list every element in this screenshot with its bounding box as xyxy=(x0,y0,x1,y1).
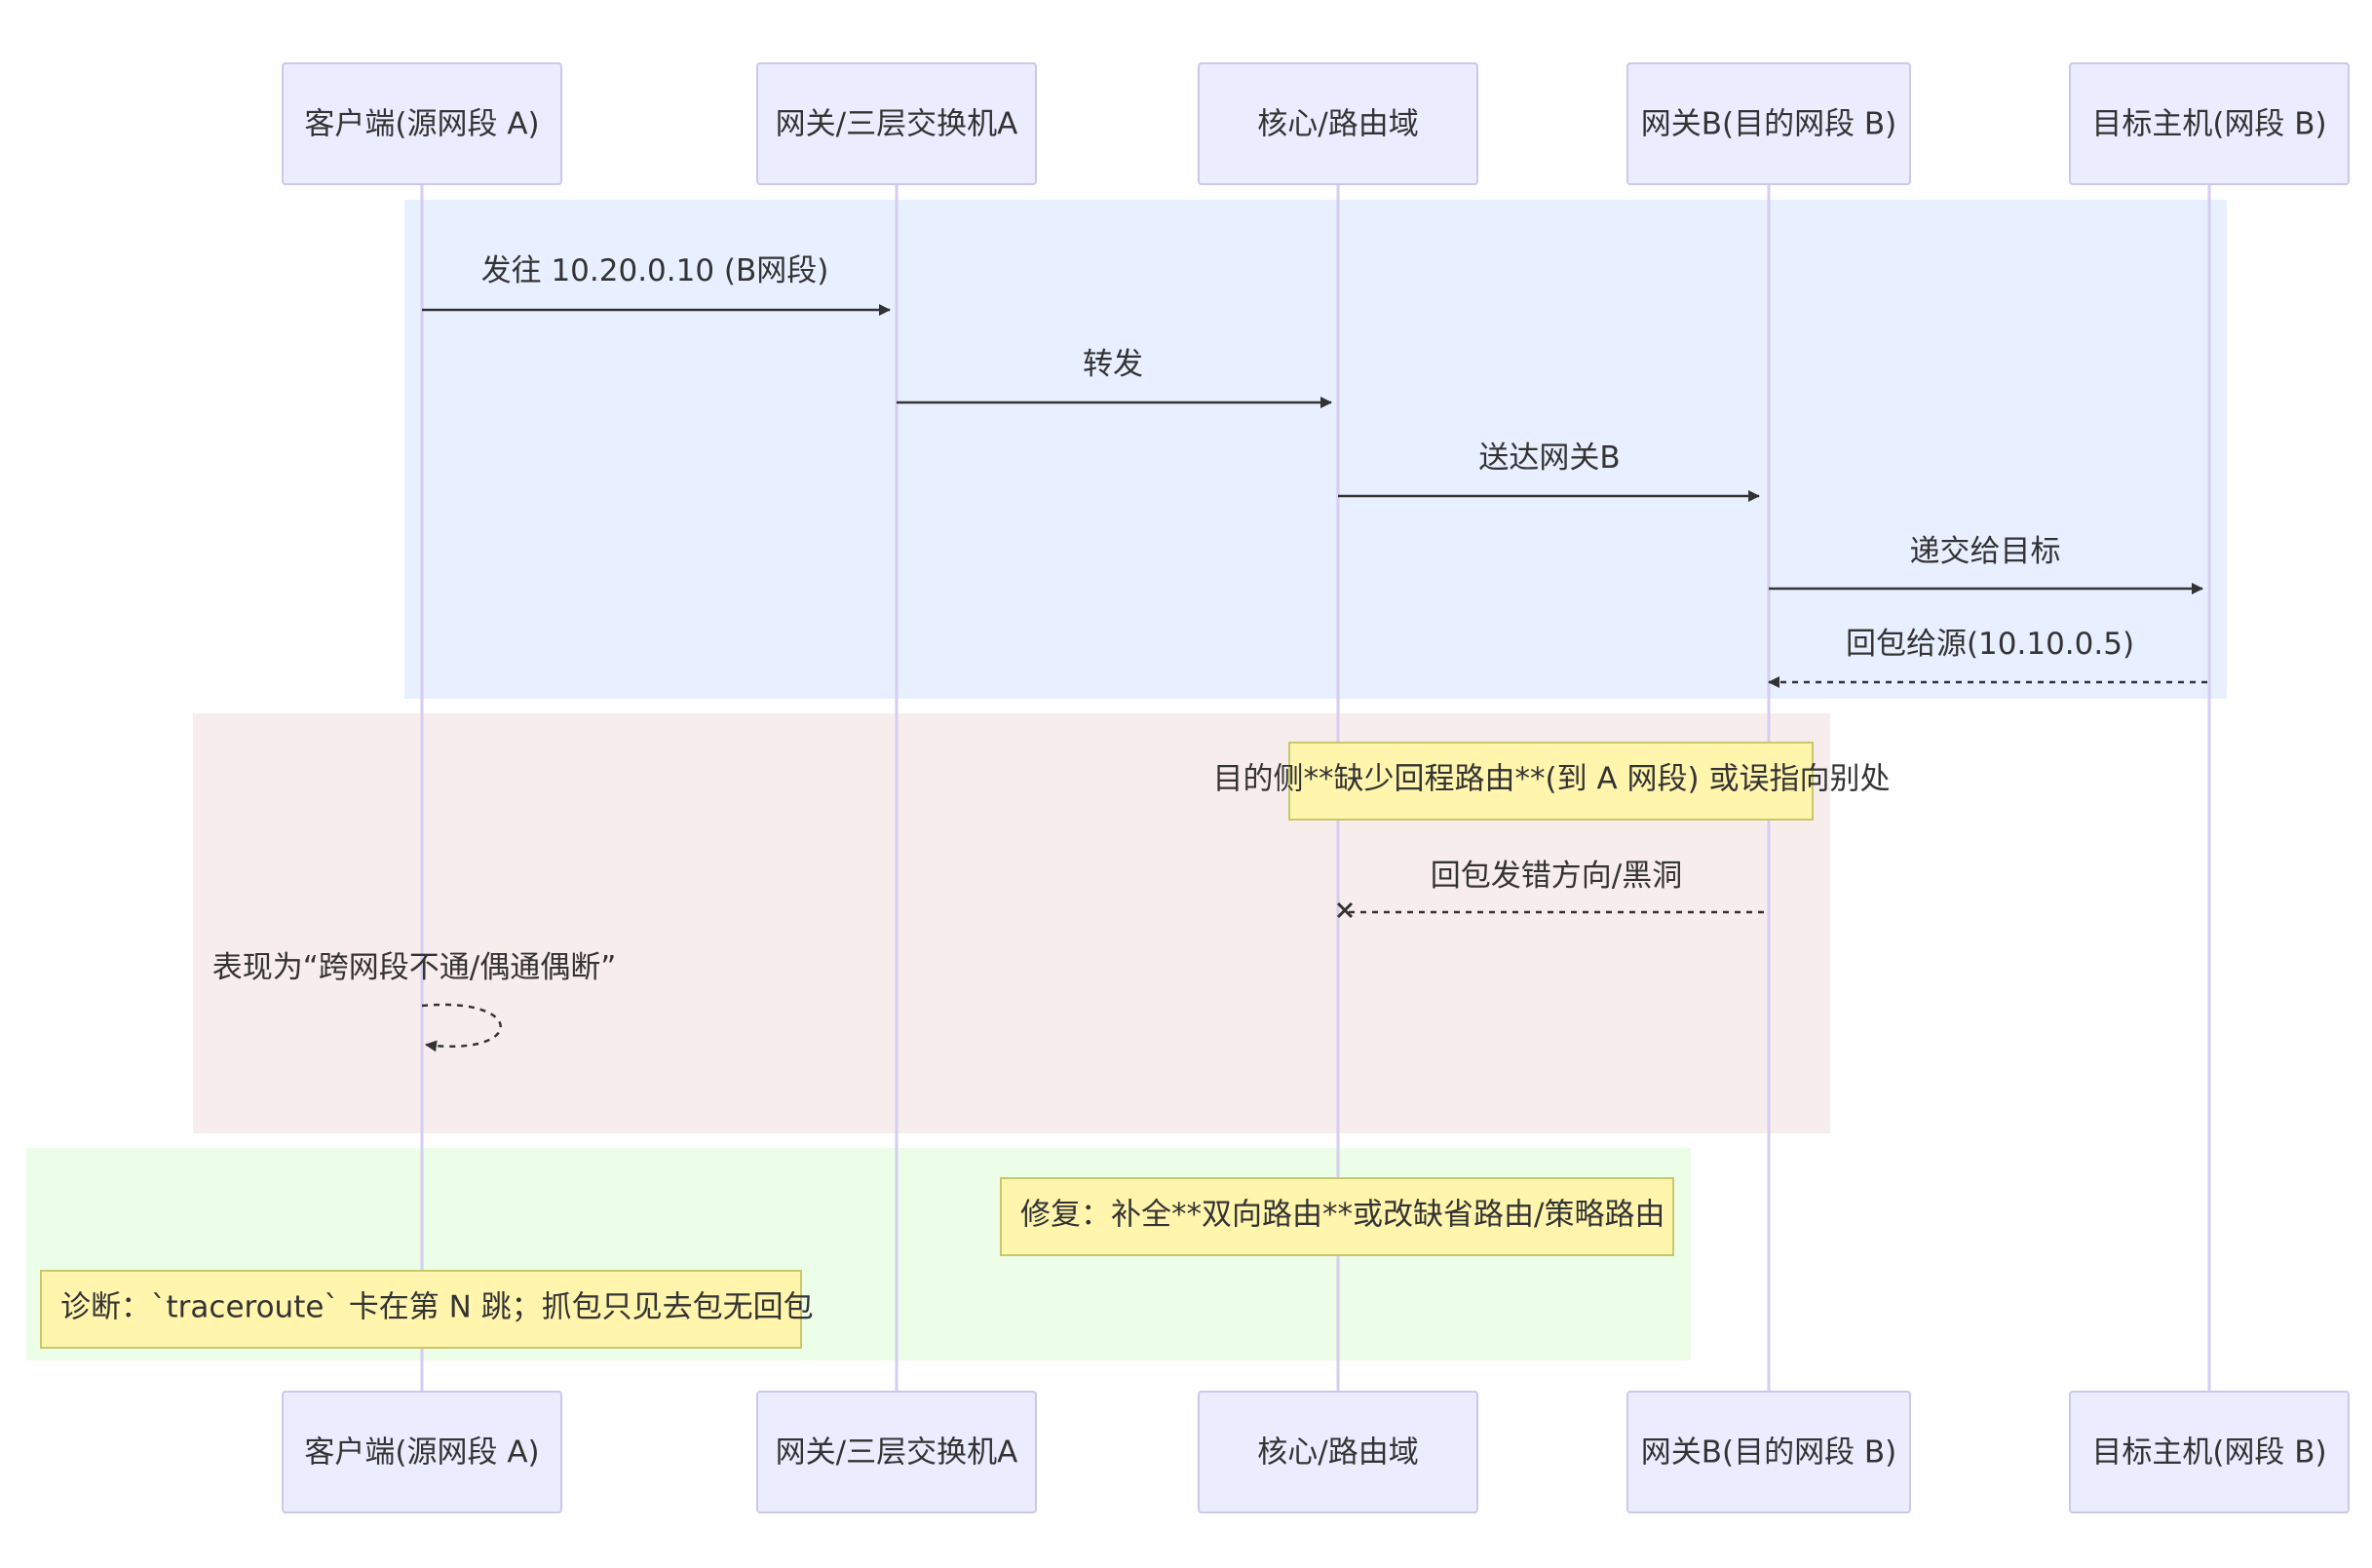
actors-bottom: 客户端(源网段 A) 网关/三层交换机A 核心/路由域 网关B(目的网段 B) 目标主机… xyxy=(282,1391,2350,1513)
actor-core-bottom: 核心/路由域 xyxy=(1198,1391,1478,1513)
message-arrow xyxy=(421,1003,502,1052)
actor-box xyxy=(1198,1391,1478,1513)
message-5: 回包给源(10.10.0.5) xyxy=(1768,627,2207,688)
actor-label: 网关/三层交换机A xyxy=(776,1435,1018,1471)
message-label: 表现为“跨网段不通/偶通偶断” xyxy=(212,950,617,985)
actor-box xyxy=(1198,62,1478,185)
highlight-region-forward-path xyxy=(404,200,2227,699)
actor-box xyxy=(282,62,562,185)
note-text: 诊断：`traceroute` 卡在第 N 跳；抓包只见去包无回包 xyxy=(60,1290,814,1325)
actor-host-bottom: 目标主机(网段 B) xyxy=(2069,1391,2350,1513)
actor-label: 目标主机(网段 B) xyxy=(2091,1435,2326,1471)
actor-gwB-top: 网关B(目的网段 B) xyxy=(1626,62,1911,185)
message-label: 回包给源(10.10.0.5) xyxy=(1846,627,2134,662)
note-box xyxy=(40,1270,802,1349)
actor-client-bottom: 客户端(源网段 A) xyxy=(282,1391,562,1513)
message-3: 送达网关B xyxy=(1338,440,1760,502)
actor-gwA-bottom: 网关/三层交换机A xyxy=(756,1391,1037,1513)
message-4: 递交给目标 xyxy=(1769,534,2203,594)
actor-label: 核心/路由域 xyxy=(1257,1435,1418,1471)
note-fix: 修复：补全**双向路由**或改缺省路由/策略路由 xyxy=(1000,1177,1674,1256)
actor-core-top: 核心/路由域 xyxy=(1198,62,1478,185)
actor-box xyxy=(756,1391,1037,1513)
note-text: 目的侧**缺少回程路由**(到 A 网段) 或误指向别处 xyxy=(1213,762,1891,797)
note-box xyxy=(1288,742,1814,821)
actor-client-top: 客户端(源网段 A) xyxy=(282,62,562,185)
note-box xyxy=(1000,1177,1674,1256)
actor-label: 客户端(源网段 A) xyxy=(304,1435,539,1471)
message-6: 回包发错方向/黑洞 xyxy=(1336,859,1764,919)
message-7-self: 表现为“跨网段不通/偶通偶断” xyxy=(212,950,617,1052)
actor-label: 网关B(目的网段 B) xyxy=(1641,1435,1897,1471)
actor-host-top: 目标主机(网段 B) xyxy=(2069,62,2350,185)
message-label: 递交给目标 xyxy=(1910,534,2061,569)
actor-box xyxy=(1626,62,1911,185)
actor-box xyxy=(282,1391,562,1513)
actor-label: 核心/路由域 xyxy=(1257,107,1418,142)
actor-label: 网关B(目的网段 B) xyxy=(1641,107,1897,142)
note-text: 修复：补全**双向路由**或改缺省路由/策略路由 xyxy=(1020,1198,1664,1233)
note-diagnosis: 诊断：`traceroute` 卡在第 N 跳；抓包只见去包无回包 xyxy=(40,1270,814,1349)
message-1: 发往 10.20.0.10 (B网段) xyxy=(422,253,891,316)
actor-box xyxy=(756,62,1037,185)
actors-top: 客户端(源网段 A) 网关/三层交换机A 核心/路由域 网关B(目的网段 B) 目标主机… xyxy=(282,62,2350,185)
message-2: 转发 xyxy=(897,347,1332,408)
actor-gwB-bottom: 网关B(目的网段 B) xyxy=(1626,1391,1911,1513)
note-missing-return-route: 目的侧**缺少回程路由**(到 A 网段) 或误指向别处 xyxy=(1213,742,1891,821)
actor-box xyxy=(2069,62,2350,185)
message-label: 送达网关B xyxy=(1478,440,1620,476)
actor-box xyxy=(1626,1391,1911,1513)
message-label: 发往 10.20.0.10 (B网段) xyxy=(481,253,829,288)
actor-label: 客户端(源网段 A) xyxy=(304,107,539,142)
actor-gwA-top: 网关/三层交换机A xyxy=(756,62,1037,185)
actor-box xyxy=(2069,1391,2350,1513)
actor-label: 目标主机(网段 B) xyxy=(2091,107,2326,142)
message-label: 回包发错方向/黑洞 xyxy=(1431,859,1682,894)
actor-label: 网关/三层交换机A xyxy=(776,107,1018,142)
message-label: 转发 xyxy=(1083,347,1143,382)
cross-icon xyxy=(1336,901,1354,919)
